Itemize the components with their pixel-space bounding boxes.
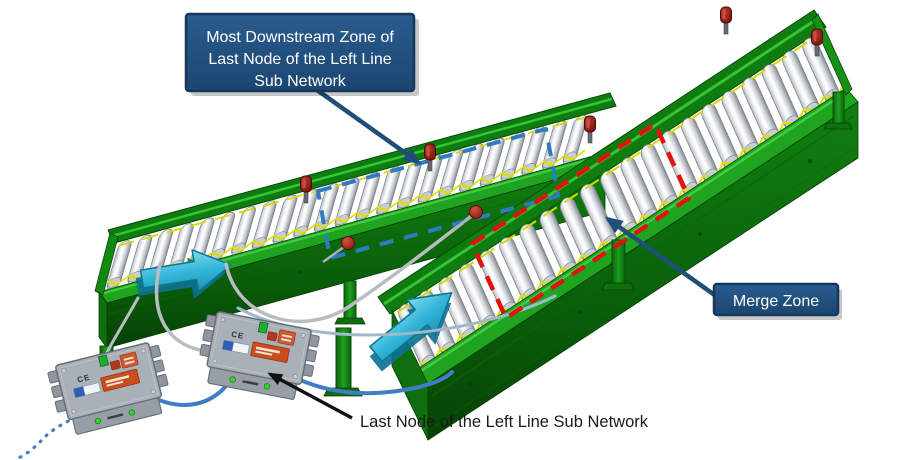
merge-zone-callout-label: Merge Zone: [733, 293, 819, 310]
merge-zone-outline: [469, 121, 692, 321]
zone-sensors: [300, 6, 823, 264]
blue-ethernet-cable: [294, 370, 454, 396]
callout-connector-arrow: [301, 78, 422, 165]
annotation-arrow: [267, 372, 353, 420]
last-node-annotation: Last Node of the Left Line Sub Network: [267, 372, 649, 431]
gray-cable: [154, 262, 214, 354]
left-conveyor-roller-bed: [106, 115, 588, 290]
zone-sensor-post: [720, 6, 732, 35]
dotted-network-continuation: [14, 410, 94, 460]
controller-device-right-last-node: [194, 308, 322, 403]
downstream-callout-line3: Sub Network: [254, 73, 347, 90]
most-downstream-zone-outline: [316, 127, 560, 260]
left-line-flow-arrow: [135, 249, 232, 300]
blue-ethernet-cable: [148, 384, 228, 407]
main-conveyor-leg: [335, 327, 352, 393]
downstream-callout-line1: Most Downstream Zone of: [206, 29, 394, 46]
main-conveyor-leg: [832, 91, 845, 127]
main-line-flow-arrow: [369, 292, 453, 372]
controller-device-left: [45, 339, 176, 439]
merge-zone-callout: Merge Zone: [604, 216, 842, 320]
photo-eye-sensor: [341, 236, 355, 250]
photo-eye-sensor: [469, 205, 483, 219]
callout-connector-arrow: [604, 216, 718, 298]
gray-cable: [224, 212, 476, 324]
downstream-callout-line2: Last Node of the Left Line: [208, 51, 391, 68]
last-node-annotation-label: Last Node of the Left Line Sub Network: [360, 413, 649, 431]
downstream-zone-callout: Most Downstream Zone of Last Node of the…: [184, 12, 422, 165]
zone-sensor-post: [584, 115, 596, 144]
